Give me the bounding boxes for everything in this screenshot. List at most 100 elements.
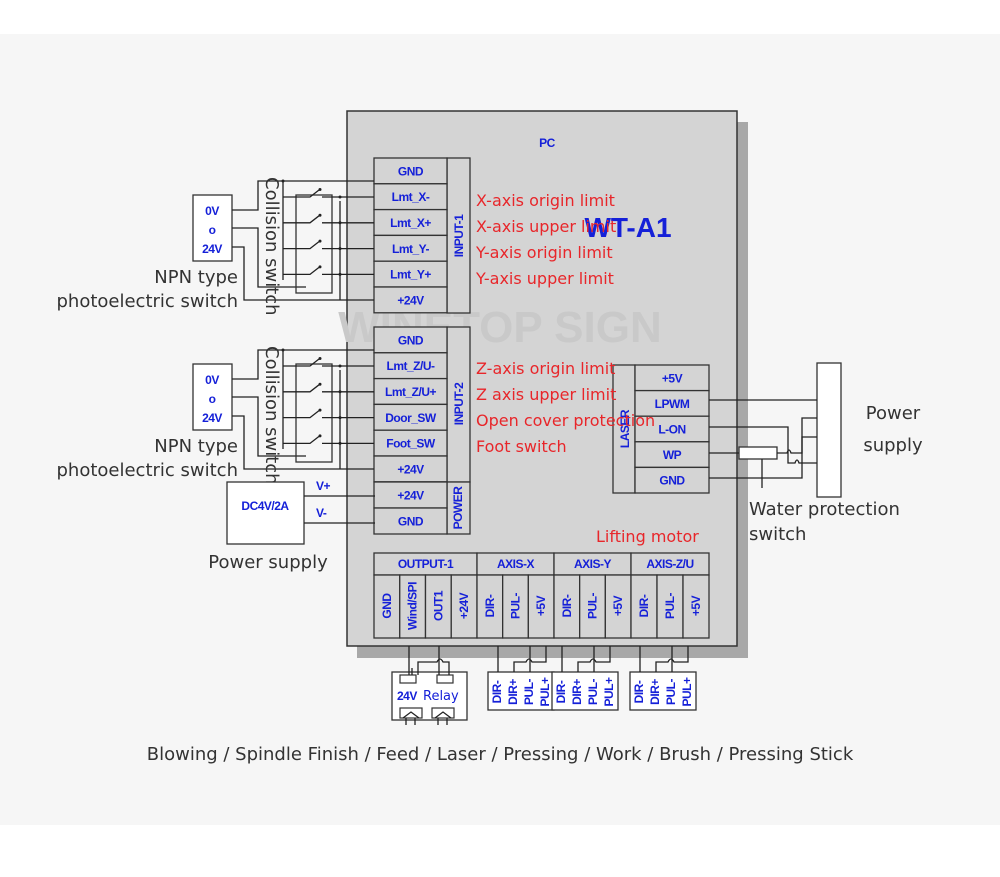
input-1-pin-label: GND (398, 164, 424, 178)
switch-pivot-dot (318, 434, 322, 438)
relay-label: Relay (423, 689, 459, 704)
stepper-driver-box (551, 671, 619, 711)
junction-dot (338, 441, 342, 445)
stepper-driver-box (487, 671, 555, 711)
input-1-pin-cell (373, 183, 448, 211)
output-header-title: AXIS-Y (574, 557, 612, 571)
output-pin-cell (579, 574, 606, 639)
power-pin-cell (373, 507, 448, 535)
relay-contact-1 (399, 707, 423, 719)
laser-power-supply: Power supply Water protection switch (709, 362, 923, 545)
input-2-pin-cell (373, 352, 448, 380)
relay-coil-1 (399, 674, 417, 684)
npn-sensor-pin: 24V (202, 242, 222, 256)
sensor-caption-1: NPN type (154, 436, 238, 457)
npn-sensor-pin: o (209, 223, 216, 237)
relay-contact-marks (402, 711, 452, 725)
laser-pin-cell (634, 466, 710, 494)
junction-dot (281, 348, 285, 352)
output-pin-label: DIR- (637, 594, 651, 617)
npn-sensor-pin: 0V (205, 373, 219, 387)
output-pin-cell (502, 574, 529, 639)
output-pin-cell (682, 574, 710, 639)
junction-dot (338, 416, 342, 420)
output-pin-cell (399, 574, 427, 639)
output-pin-label: PUL- (509, 593, 523, 620)
npn-sensor-box (192, 363, 233, 431)
laser-pin-cell (634, 364, 710, 392)
stepper-driver-pin: PUL- (664, 679, 678, 706)
laser-pin-cell (634, 415, 710, 443)
relay-wires (408, 646, 450, 675)
stepper-driver-pin: DIR+ (506, 679, 520, 705)
laser-title: LASER (618, 409, 632, 448)
output-header-title: AXIS-Z/U (646, 557, 693, 571)
stepper-driver-pin: DIR- (554, 680, 568, 703)
laser-psu-caption-2: supply (863, 435, 923, 456)
input-2-pin-label: Lmt_Z/U- (387, 359, 436, 373)
model-name: WT-A1 (584, 212, 671, 243)
output-header-title: OUTPUT-1 (398, 557, 454, 571)
power-pin-label: +24V (397, 489, 424, 503)
junction-dot (338, 364, 342, 368)
input-2-pin-cell (373, 377, 448, 406)
input-2-pin-label: +24V (397, 462, 424, 476)
input-2-pin-label: Lmt_Z/U+ (385, 385, 437, 399)
junction-dot (338, 247, 342, 251)
laser-pin-cell (634, 389, 710, 417)
stepper-driver-wires (561, 646, 611, 672)
collision-switch-contact (283, 384, 374, 393)
stepper-driver-pin: DIR- (490, 680, 504, 703)
dynamic-elements: GND Lmt_X- Lmt_X+ Lmt_Y- Lmt_Y+ +24V GND Lmt_Z/… (56, 157, 834, 711)
output-pin-label: +5V (689, 595, 703, 616)
wire-gnd-wp (709, 436, 817, 479)
collision-switch-contact (283, 215, 374, 224)
sensor-caption-1: NPN type (154, 267, 238, 288)
output-pin-cell (553, 574, 581, 639)
switch-pivot-dot (318, 213, 322, 217)
npn-sensor-box (192, 194, 233, 262)
laser-psu-box (816, 362, 842, 498)
pc-label: PC (539, 136, 556, 150)
collision-switch-contact (283, 266, 374, 276)
laser-pin-label: WP (663, 448, 682, 462)
input-1-connector: INPUT-1 (446, 157, 471, 314)
input-2-pin-label: Door_SW (385, 411, 437, 425)
collision-switch-contact (283, 241, 374, 250)
sensor-wire-signal (232, 396, 306, 457)
sensor-wire-signal (232, 227, 306, 288)
laser-psu-caption-1: Power (866, 403, 921, 424)
collision-switch-contact (283, 189, 374, 198)
input-2-pin-cell (373, 403, 448, 431)
output-pin-label: +5V (611, 595, 625, 616)
switch-pivot-dot (318, 239, 322, 243)
sensor-caption-2: photoelectric switch (56, 460, 238, 481)
dc-supply-box (226, 481, 305, 545)
stepper-driver-pin: PUL- (586, 679, 600, 706)
v-minus-label: V- (316, 506, 327, 520)
relay-contact-2 (431, 707, 455, 719)
input-1-pin-label: Lmt_Y+ (390, 268, 431, 282)
input-2-annotation: Open cover protection (476, 411, 655, 430)
stepper-driver-wires (639, 646, 689, 672)
laser-pin-label: LPWM (655, 397, 690, 411)
laser-pin-label: GND (659, 474, 685, 488)
switch-pivot-dot (318, 382, 322, 386)
input-1-pin-label: Lmt_X+ (390, 216, 431, 230)
dc-power-supply: DC4V/2A V+ V- Power supply (208, 479, 375, 573)
input-1-pin-label: Lmt_Y- (392, 242, 430, 256)
input-2-pin-label: GND (398, 333, 424, 347)
input-2-connector: INPUT-2 POWER (446, 326, 471, 535)
output-pin-label: PUL- (586, 593, 600, 620)
input-1-pin-label: Lmt_X- (392, 190, 430, 204)
stepper-driver-box (629, 671, 697, 711)
npn-sensor-pin: o (209, 392, 216, 406)
npn-sensor-pin: 0V (205, 204, 219, 218)
input-2-annotation: Z axis upper limit (476, 385, 616, 404)
input-1-title: INPUT-1 (452, 214, 466, 257)
stepper-driver-pin: DIR+ (570, 679, 584, 705)
collision-switch-contact (283, 358, 374, 367)
collision-switch-frame (295, 363, 333, 463)
stepper-driver-pin: DIR+ (648, 679, 662, 705)
